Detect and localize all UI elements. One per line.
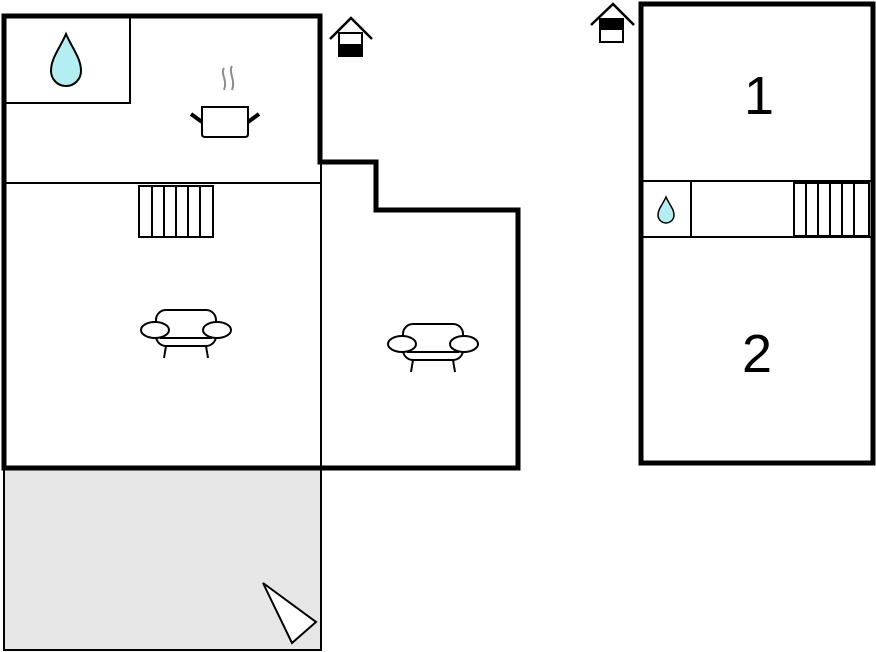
terrace <box>3 467 322 651</box>
house-upper-floor-icon <box>590 2 635 43</box>
upper-floor-outline <box>638 1 876 466</box>
kitchen-pot-icon <box>189 65 261 138</box>
sofa-icon <box>140 309 232 359</box>
compass-arrow-icon <box>262 582 318 645</box>
water-drop-icon <box>657 195 675 224</box>
room-label-2: 2 <box>742 324 772 384</box>
ground-floor-outline <box>1 13 521 471</box>
water-drop-icon <box>49 31 83 87</box>
stairs-icon <box>793 182 870 237</box>
sofa-icon <box>387 323 479 373</box>
house-ground-floor-icon <box>329 16 373 57</box>
stairs-icon <box>138 185 214 238</box>
room-label-1: 1 <box>744 66 774 126</box>
